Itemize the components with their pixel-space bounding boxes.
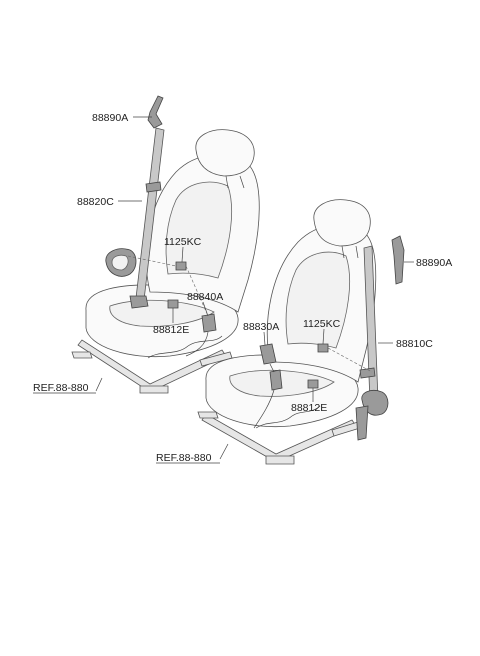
label-right-bolt-bottom: 88812E: [291, 402, 327, 414]
label-right-anchor: 88890A: [416, 257, 452, 269]
right-seat-belt: [253, 235, 405, 441]
ref-left: REF.88-880: [33, 382, 89, 394]
label-left-bolt-bottom: 88812E: [153, 324, 189, 336]
label-left-belt: 88820C: [77, 196, 114, 208]
label-right-bolt-top: 1125KC: [303, 318, 341, 330]
left-seat: [71, 129, 260, 394]
right-seat: [197, 199, 377, 465]
label-left-bolt-top: 1125KC: [164, 236, 202, 248]
label-right-belt: 88810C: [396, 338, 433, 350]
left-seat-belt: [105, 95, 217, 357]
part-labels: 88890A 88820C 1125KC 88840A 88812E 88830…: [33, 112, 452, 464]
label-left-anchor: 88890A: [92, 112, 128, 124]
label-right-buckle: 88830A: [243, 321, 279, 333]
label-left-buckle: 88840A: [187, 291, 223, 303]
leader-lines: [95, 116, 414, 460]
ref-right: REF.88-880: [156, 452, 212, 464]
